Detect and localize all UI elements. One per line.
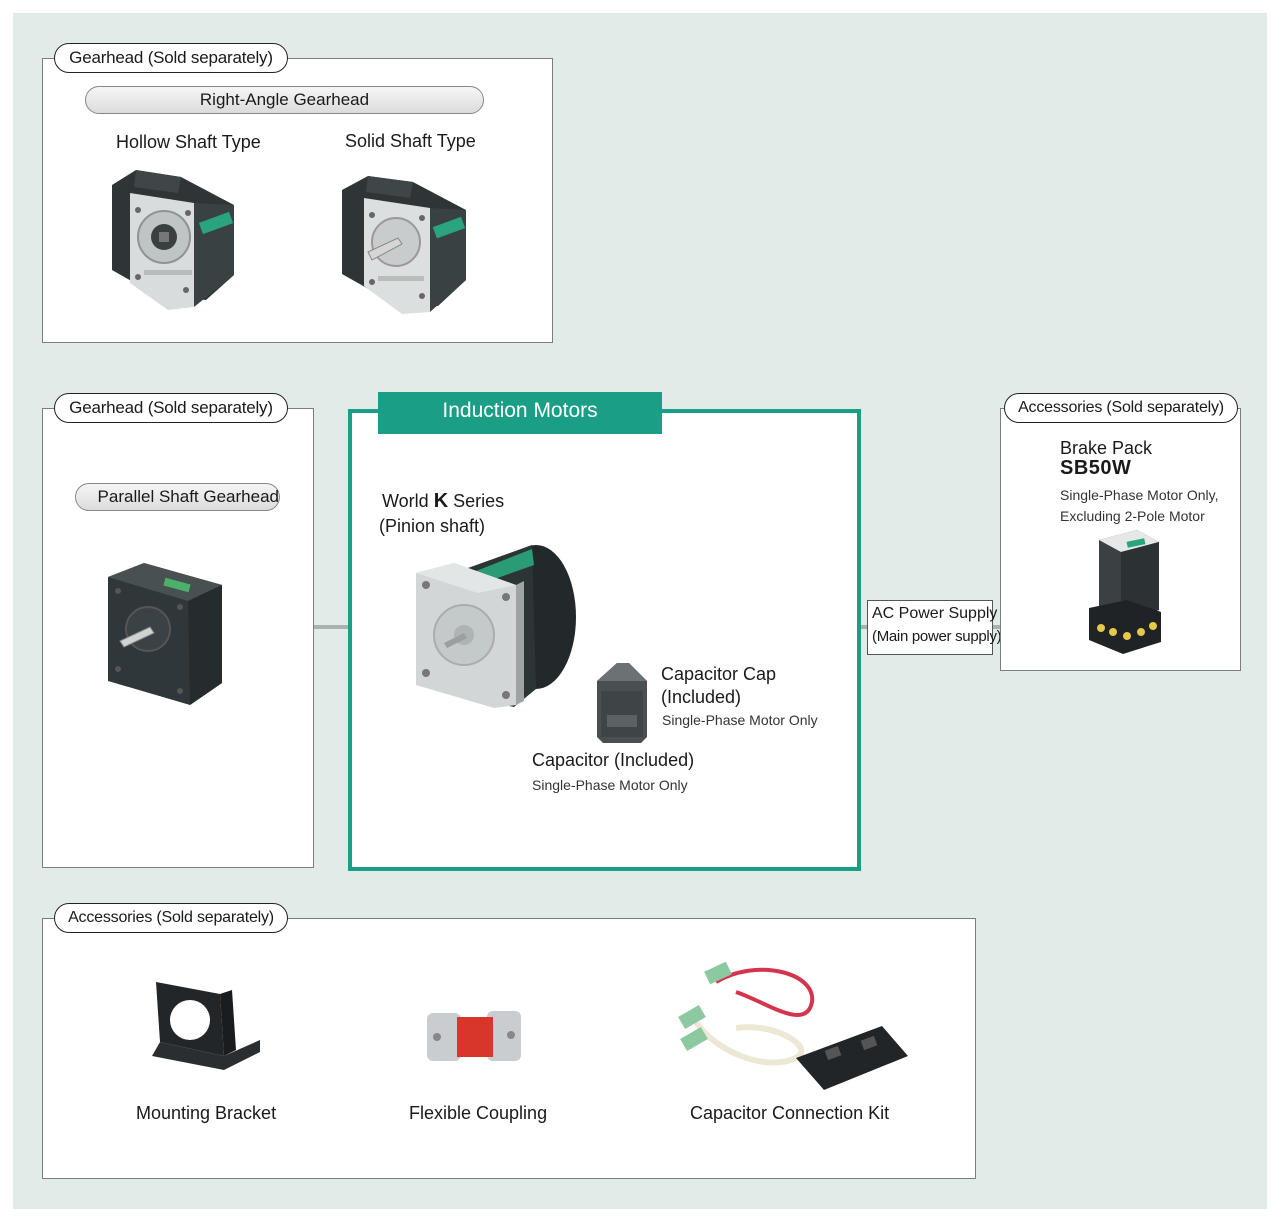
- brake-pack-image: [1087, 530, 1163, 655]
- hollow-shaft-label: Hollow Shaft Type: [116, 132, 261, 152]
- capacitor-connection-kit-image: [676, 962, 912, 1106]
- ac-power-supply-label: AC Power Supply: [872, 605, 998, 622]
- capacitor-cap-note: Single-Phase Motor Only: [662, 712, 818, 728]
- flexible-coupling-label: Flexible Coupling: [409, 1103, 548, 1123]
- motor-shaft-type: (Pinion shaft): [379, 516, 486, 536]
- parallel-shaft-gearhead-label: Parallel Shaft Gearhead: [75, 483, 280, 511]
- capacitor-label: Capacitor (Included): [532, 750, 695, 770]
- accessories-bottom-title: Accessories (Sold separately): [54, 903, 288, 933]
- mounting-bracket-image: [148, 980, 263, 1076]
- flexible-coupling-image: [425, 1007, 525, 1065]
- brake-pack-note-2: Excluding 2-Pole Motor: [1060, 508, 1205, 524]
- parallel-shaft-gearhead-image: [104, 563, 224, 705]
- connector-power: [858, 625, 870, 629]
- solid-shaft-label: Solid Shaft Type: [345, 131, 476, 151]
- motor-series-suffix: Series: [448, 491, 505, 511]
- main-power-supply-label: (Main power supply): [872, 628, 1002, 645]
- gearhead-top-title: Gearhead (Sold separately): [54, 43, 288, 73]
- capacitor-cap-label-2: (Included): [661, 687, 742, 707]
- connector-brake: [991, 625, 1001, 629]
- capacitor-image: [595, 663, 651, 743]
- motor-series-name: World K Series: [382, 490, 504, 513]
- induction-motors-title-bar: [378, 392, 662, 434]
- capacitor-cap-label-1: Capacitor Cap: [661, 664, 777, 684]
- motor-series-k: K: [433, 490, 449, 512]
- induction-motor-image: [414, 545, 576, 708]
- solid-shaft-gearhead-image: [338, 172, 473, 314]
- hollow-shaft-gearhead-image: [106, 165, 241, 310]
- right-angle-gearhead-label: Right-Angle Gearhead: [85, 86, 484, 114]
- accessories-right-title: Accessories (Sold separately): [1004, 393, 1238, 423]
- induction-motors-title: Induction Motors: [442, 399, 598, 422]
- brake-pack-label: Brake Pack: [1060, 438, 1153, 458]
- motor-series-prefix: World: [382, 491, 434, 511]
- brake-pack-note-1: Single-Phase Motor Only,: [1060, 487, 1219, 503]
- gearhead-left-title: Gearhead (Sold separately): [54, 393, 288, 423]
- mounting-bracket-label: Mounting Bracket: [136, 1103, 277, 1123]
- brake-pack-model: SB50W: [1060, 457, 1132, 479]
- connector-left: [313, 625, 350, 629]
- capacitor-note: Single-Phase Motor Only: [532, 777, 688, 793]
- capacitor-connection-kit-label: Capacitor Connection Kit: [690, 1103, 890, 1123]
- ac-power-supply-box: [867, 600, 993, 655]
